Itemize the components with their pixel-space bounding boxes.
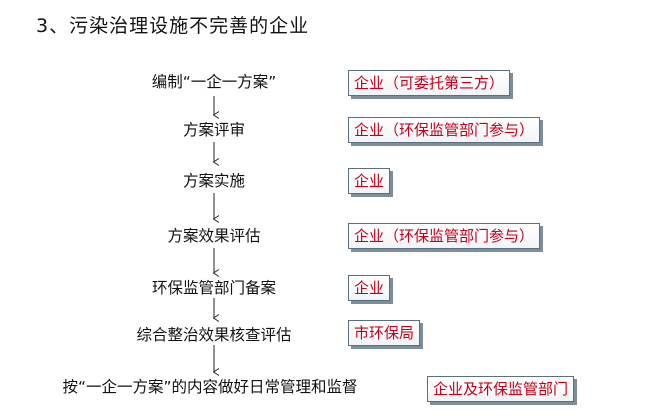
diagram-title: 3、污染治理设施不完善的企业 bbox=[36, 15, 310, 37]
step-1-responsible: 企业（可委托第三方） bbox=[348, 70, 511, 96]
step-2-responsible: 企业（环保监管部门参与） bbox=[348, 117, 541, 143]
step-4-label: 方案效果评估 bbox=[167, 227, 261, 245]
step-4-responsible: 企业（环保监管部门参与） bbox=[348, 223, 541, 249]
step-7-label: 按“一企一方案”的内容做好日常管理和监督 bbox=[62, 378, 358, 396]
step-5-responsible: 企业 bbox=[348, 275, 391, 301]
step-5-label: 环保监管部门备案 bbox=[151, 279, 277, 297]
step-2-label: 方案评审 bbox=[182, 121, 246, 139]
step-1-label: 编制“一企一方案” bbox=[151, 73, 277, 91]
step-6-label: 综合整治效果核查评估 bbox=[136, 326, 292, 344]
step-3-label: 方案实施 bbox=[182, 172, 246, 190]
step-6-responsible: 市环保局 bbox=[348, 320, 421, 346]
step-7-responsible: 企业及环保监管部门 bbox=[427, 376, 575, 402]
step-3-responsible: 企业 bbox=[348, 168, 391, 194]
